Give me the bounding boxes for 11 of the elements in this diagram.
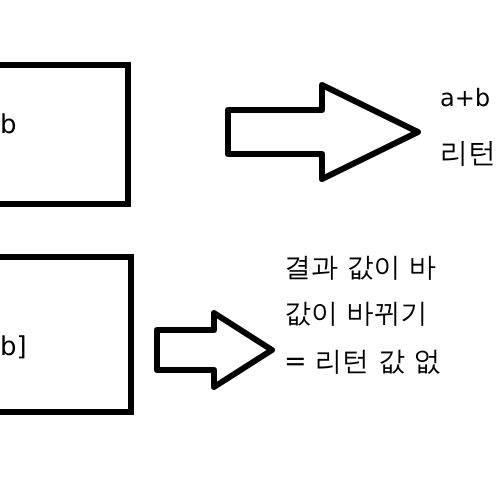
process-box [0, 254, 134, 415]
result-text: = 리턴 값 없 [284, 346, 440, 378]
result-text: 결과 값이 바 [284, 252, 436, 284]
process-box [0, 62, 131, 207]
result-text: a+b [440, 84, 490, 113]
box-label: b [0, 110, 17, 142]
result-text: 리턴 [440, 136, 496, 170]
block-arrow [154, 310, 275, 390]
block-arrow [225, 82, 421, 182]
box-label: b] [0, 332, 27, 364]
result-text: 값이 바뀌기 [284, 298, 428, 330]
